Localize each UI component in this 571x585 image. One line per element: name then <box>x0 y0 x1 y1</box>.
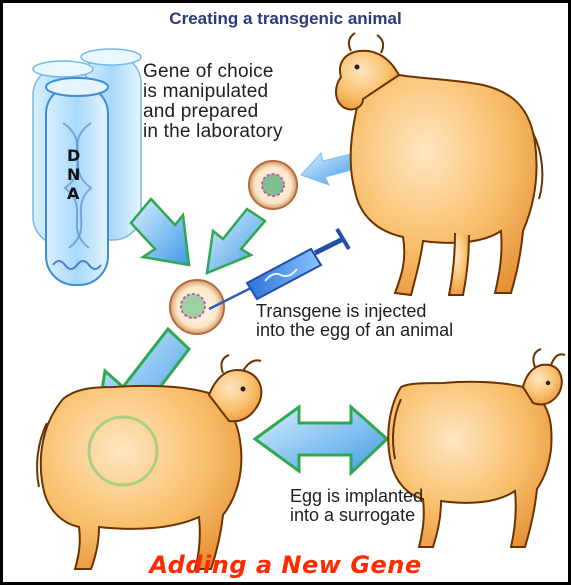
gene-of-choice-label: Gene of choice is manipulated and prepar… <box>143 62 283 142</box>
egg-cell-small <box>249 161 297 209</box>
gene-text-line-2: is manipulated <box>143 82 283 102</box>
arrow-cow-to-egg <box>301 153 355 185</box>
surrogate-cow <box>37 355 261 569</box>
arrow-small-egg-to-egg <box>207 209 265 273</box>
arrow-surrogate-to-offspring <box>255 407 387 473</box>
egg-cell-injected <box>170 280 224 334</box>
diagram-title: Creating a transgenic animal <box>3 9 568 29</box>
inject-text-line-2: into the egg of an animal <box>256 321 453 340</box>
transgene-injected-label: Transgene is injected into the egg of an… <box>256 302 453 340</box>
implant-text-line-1: Egg is implanted <box>290 487 423 506</box>
implant-text-line-2: into a surrogate <box>290 506 423 525</box>
gene-text-line-4: in the laboratory <box>143 122 283 142</box>
diagram-illustration <box>3 3 568 582</box>
caption-adding-new-gene: Adding a New Gene <box>3 551 568 579</box>
gene-text-line-3: and prepared <box>143 102 283 122</box>
donor-cow <box>336 33 542 295</box>
dna-test-tubes <box>33 49 141 285</box>
egg-implanted-label: Egg is implanted into a surrogate <box>290 487 423 525</box>
inject-text-line-1: Transgene is injected <box>256 302 453 321</box>
gene-text-line-1: Gene of choice <box>143 62 283 82</box>
tube-letter-d: D <box>67 146 80 165</box>
tube-letter-a: A <box>67 184 79 203</box>
tube-letter-n: N <box>67 165 80 184</box>
